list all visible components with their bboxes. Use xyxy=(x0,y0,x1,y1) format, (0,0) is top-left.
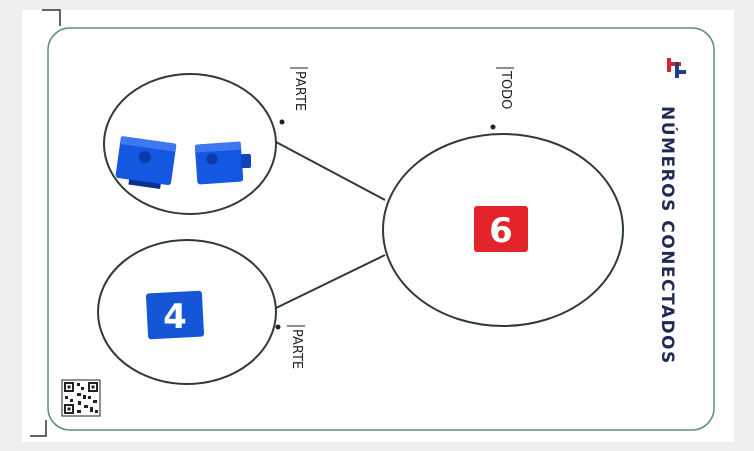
card-sheet xyxy=(22,10,734,442)
title-group: NÚMEROS CONECTADOS xyxy=(657,106,679,365)
part-bottom-label: PARTE xyxy=(289,329,304,369)
whole-label-group: TODO xyxy=(496,68,514,109)
part-bottom-dot xyxy=(276,325,281,330)
part-top-label-group: PARTE xyxy=(290,68,308,111)
whole-tile-value: 6 xyxy=(489,211,513,251)
whole-label: TODO xyxy=(498,70,513,109)
part-top-label: PARTE xyxy=(292,71,307,111)
whole-dot xyxy=(491,125,496,130)
board-title: NÚMEROS CONECTADOS xyxy=(657,106,679,365)
part-bottom-label-group: PARTE xyxy=(287,326,305,369)
part-top-dot xyxy=(280,120,285,125)
qr-code-icon xyxy=(62,380,100,416)
part-tile-value: 4 xyxy=(163,297,187,337)
part-number-tile: 4 xyxy=(146,291,204,340)
whole-number-tile: 6 xyxy=(474,206,528,252)
